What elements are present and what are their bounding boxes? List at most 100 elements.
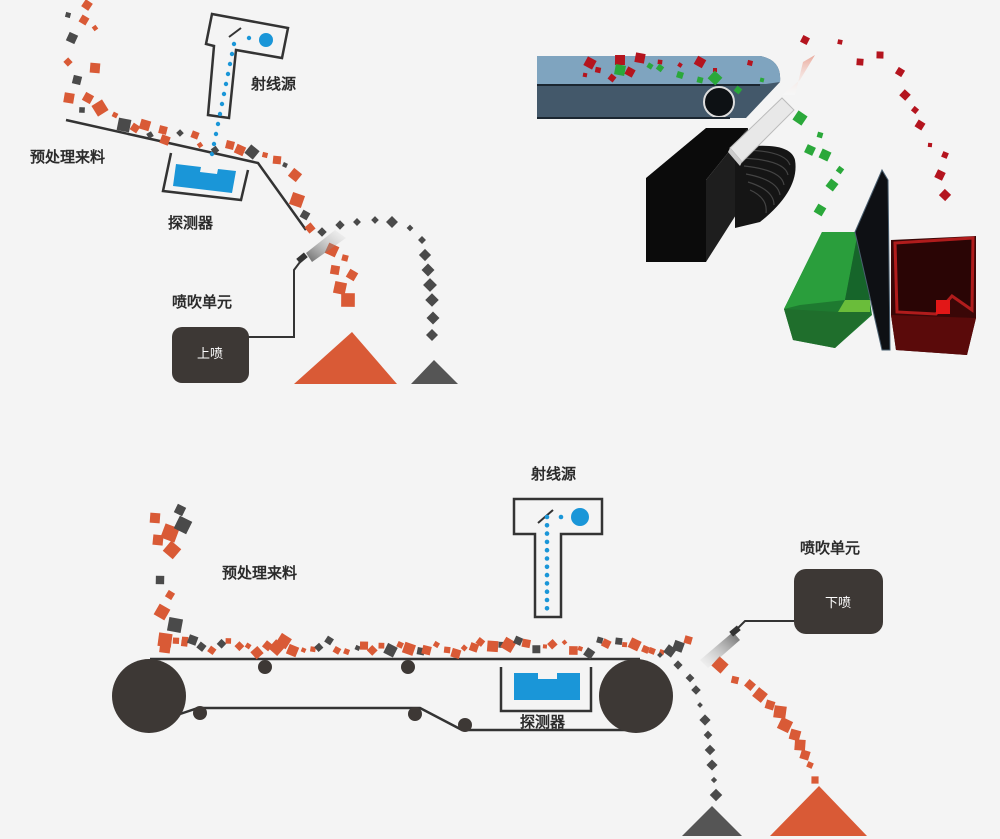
particle <box>655 63 665 73</box>
ejector-label: 喷吹单元 <box>800 539 860 557</box>
particle <box>299 209 311 221</box>
particle <box>423 278 437 292</box>
tail-pulley <box>599 659 673 733</box>
particle <box>371 216 379 224</box>
particle <box>500 636 517 653</box>
particle <box>792 110 808 126</box>
particle <box>561 639 568 646</box>
accept-pile <box>411 360 458 384</box>
ray-dot <box>217 111 223 117</box>
ray-dot <box>544 606 550 611</box>
ray-dot <box>544 539 550 545</box>
ejector-button-up[interactable]: 上喷 <box>172 327 249 383</box>
particle <box>63 57 73 67</box>
particle <box>196 641 207 652</box>
particle <box>475 637 486 647</box>
particle <box>673 660 683 670</box>
particle <box>806 761 814 769</box>
particle <box>383 642 398 658</box>
ejector-label: 喷吹单元 <box>172 293 232 311</box>
source-label: 射线源 <box>250 75 296 93</box>
particle <box>697 702 703 708</box>
particle <box>180 639 188 647</box>
particle <box>354 644 361 652</box>
ejector-button-down[interactable]: 下喷 <box>794 569 883 634</box>
particle <box>876 51 884 59</box>
particle <box>304 222 316 234</box>
particle <box>159 134 171 146</box>
particle <box>250 646 264 660</box>
particle <box>752 687 768 703</box>
particle <box>914 119 926 131</box>
particle <box>671 639 685 653</box>
nozzle-icon <box>700 625 741 668</box>
particle <box>153 603 171 621</box>
particle <box>166 616 184 634</box>
particle <box>583 56 597 70</box>
particle <box>418 236 426 244</box>
particle <box>332 645 342 655</box>
particle <box>646 62 654 70</box>
particle <box>693 55 707 69</box>
feed-label: 预处理来料 <box>30 148 105 166</box>
particle <box>81 91 95 105</box>
particle <box>547 639 558 650</box>
ray-dot <box>544 556 550 561</box>
particle <box>835 165 845 175</box>
particle <box>329 264 341 276</box>
particle <box>532 645 541 654</box>
red-reject-bin <box>891 236 976 355</box>
ray-dot <box>544 531 550 536</box>
particle <box>216 638 227 649</box>
ray-dot <box>219 101 225 107</box>
particle <box>634 52 646 64</box>
ejector-button-up-label: 上喷 <box>197 347 223 362</box>
particle <box>707 70 723 86</box>
particle <box>418 248 432 262</box>
particle <box>614 64 626 76</box>
particle <box>607 73 617 83</box>
particle <box>746 59 754 67</box>
particle <box>426 329 438 341</box>
particle <box>627 637 642 652</box>
particle <box>225 638 232 644</box>
particle <box>359 641 369 650</box>
particle <box>685 673 695 683</box>
particle <box>704 744 716 756</box>
detector <box>499 667 593 713</box>
particle <box>542 644 548 649</box>
ray-dot <box>246 35 252 41</box>
top-right-illustration <box>537 35 976 355</box>
particle <box>196 141 204 149</box>
ray-dot <box>544 597 550 603</box>
particle <box>378 642 385 649</box>
particle <box>825 178 839 192</box>
particle <box>81 0 93 11</box>
particle <box>233 143 247 157</box>
particle <box>335 220 345 230</box>
particle <box>733 85 743 95</box>
particle <box>234 641 245 652</box>
particle <box>173 503 187 517</box>
particle <box>811 776 819 784</box>
particle <box>744 679 756 691</box>
ray-dot <box>544 547 550 553</box>
particle <box>696 76 704 84</box>
particle <box>111 111 119 119</box>
accept-pile <box>682 806 742 836</box>
ray-dot <box>209 151 215 157</box>
ejector-hose <box>737 620 796 629</box>
particle <box>353 218 361 226</box>
particle <box>275 632 292 650</box>
material-particles <box>149 503 819 802</box>
ray-dot <box>229 51 235 57</box>
particle <box>804 144 816 156</box>
particle <box>813 203 827 217</box>
particle <box>244 144 260 160</box>
particle <box>691 685 701 695</box>
particle <box>396 640 404 649</box>
ejector-hose <box>248 261 301 338</box>
particle <box>272 155 282 165</box>
particle <box>426 311 440 325</box>
